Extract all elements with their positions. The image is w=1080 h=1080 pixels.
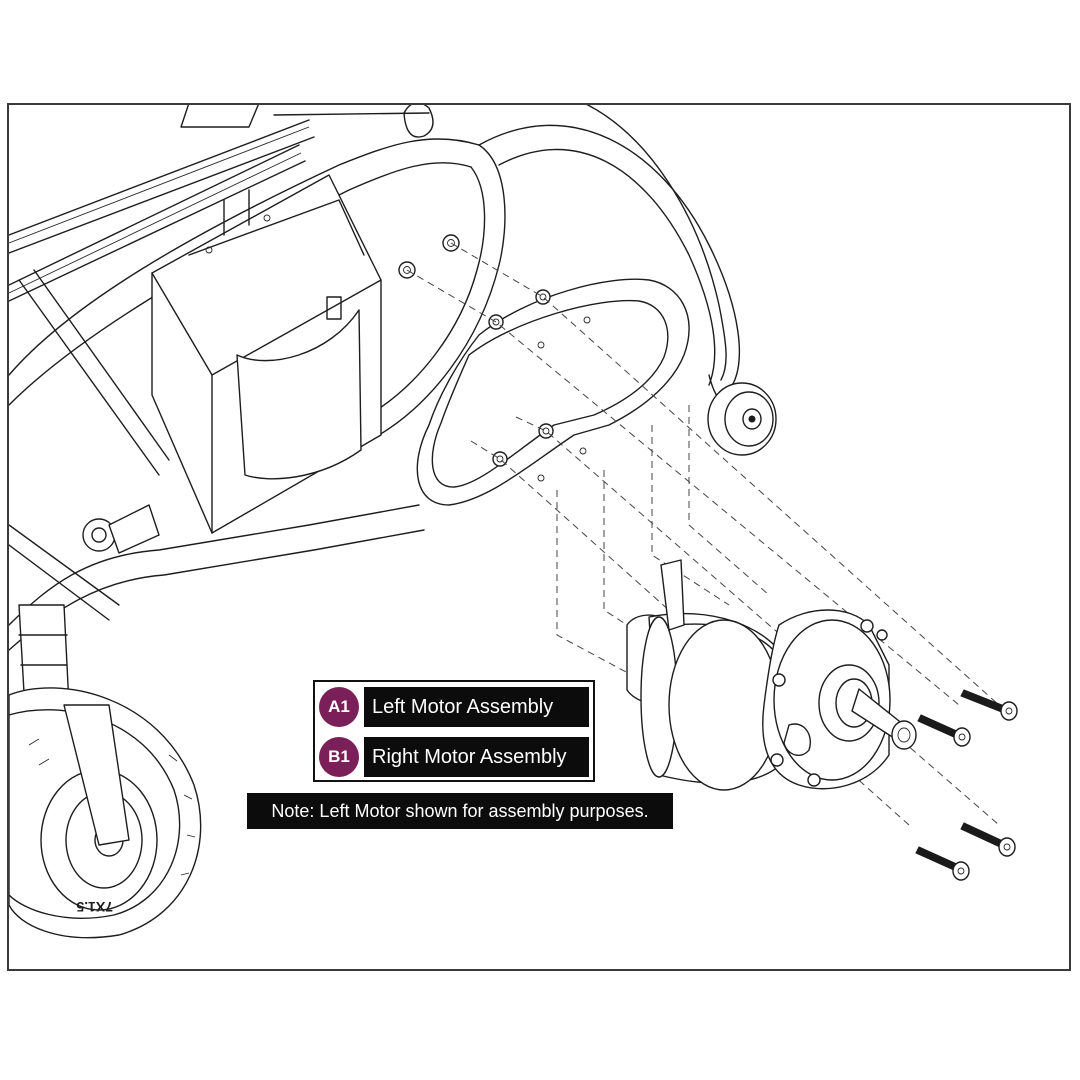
bolt — [915, 846, 970, 881]
mounting-bolts — [915, 689, 1018, 881]
part-label: Right Motor Assembly — [364, 737, 589, 777]
part-code-badge: A1 — [319, 687, 359, 727]
motor-assembly — [626, 559, 917, 791]
bolt — [960, 689, 1018, 721]
diagram-frame: 7X1.5 — [7, 103, 1071, 971]
motor-mount-plate — [416, 278, 690, 506]
caster-wheel — [707, 374, 777, 456]
side-frame — [9, 105, 741, 651]
legend-row-right-motor: B1 Right Motor Assembly — [319, 736, 589, 778]
legend-row-left-motor: A1 Left Motor Assembly — [319, 686, 589, 728]
battery-basket — [151, 174, 382, 534]
part-code-badge: B1 — [319, 737, 359, 777]
seat-frame — [9, 105, 434, 302]
bolt — [917, 714, 971, 747]
bolt — [960, 822, 1016, 857]
part-label: Left Motor Assembly — [364, 687, 589, 727]
assembly-note: Note: Left Motor shown for assembly purp… — [247, 793, 673, 829]
parts-legend: A1 Left Motor Assembly B1 Right Motor As… — [313, 680, 595, 782]
front-caster: 7X1.5 — [9, 604, 202, 939]
exploded-view-drawing: 7X1.5 — [9, 105, 1018, 939]
tire-marking-text: 7X1.5 — [76, 899, 113, 915]
